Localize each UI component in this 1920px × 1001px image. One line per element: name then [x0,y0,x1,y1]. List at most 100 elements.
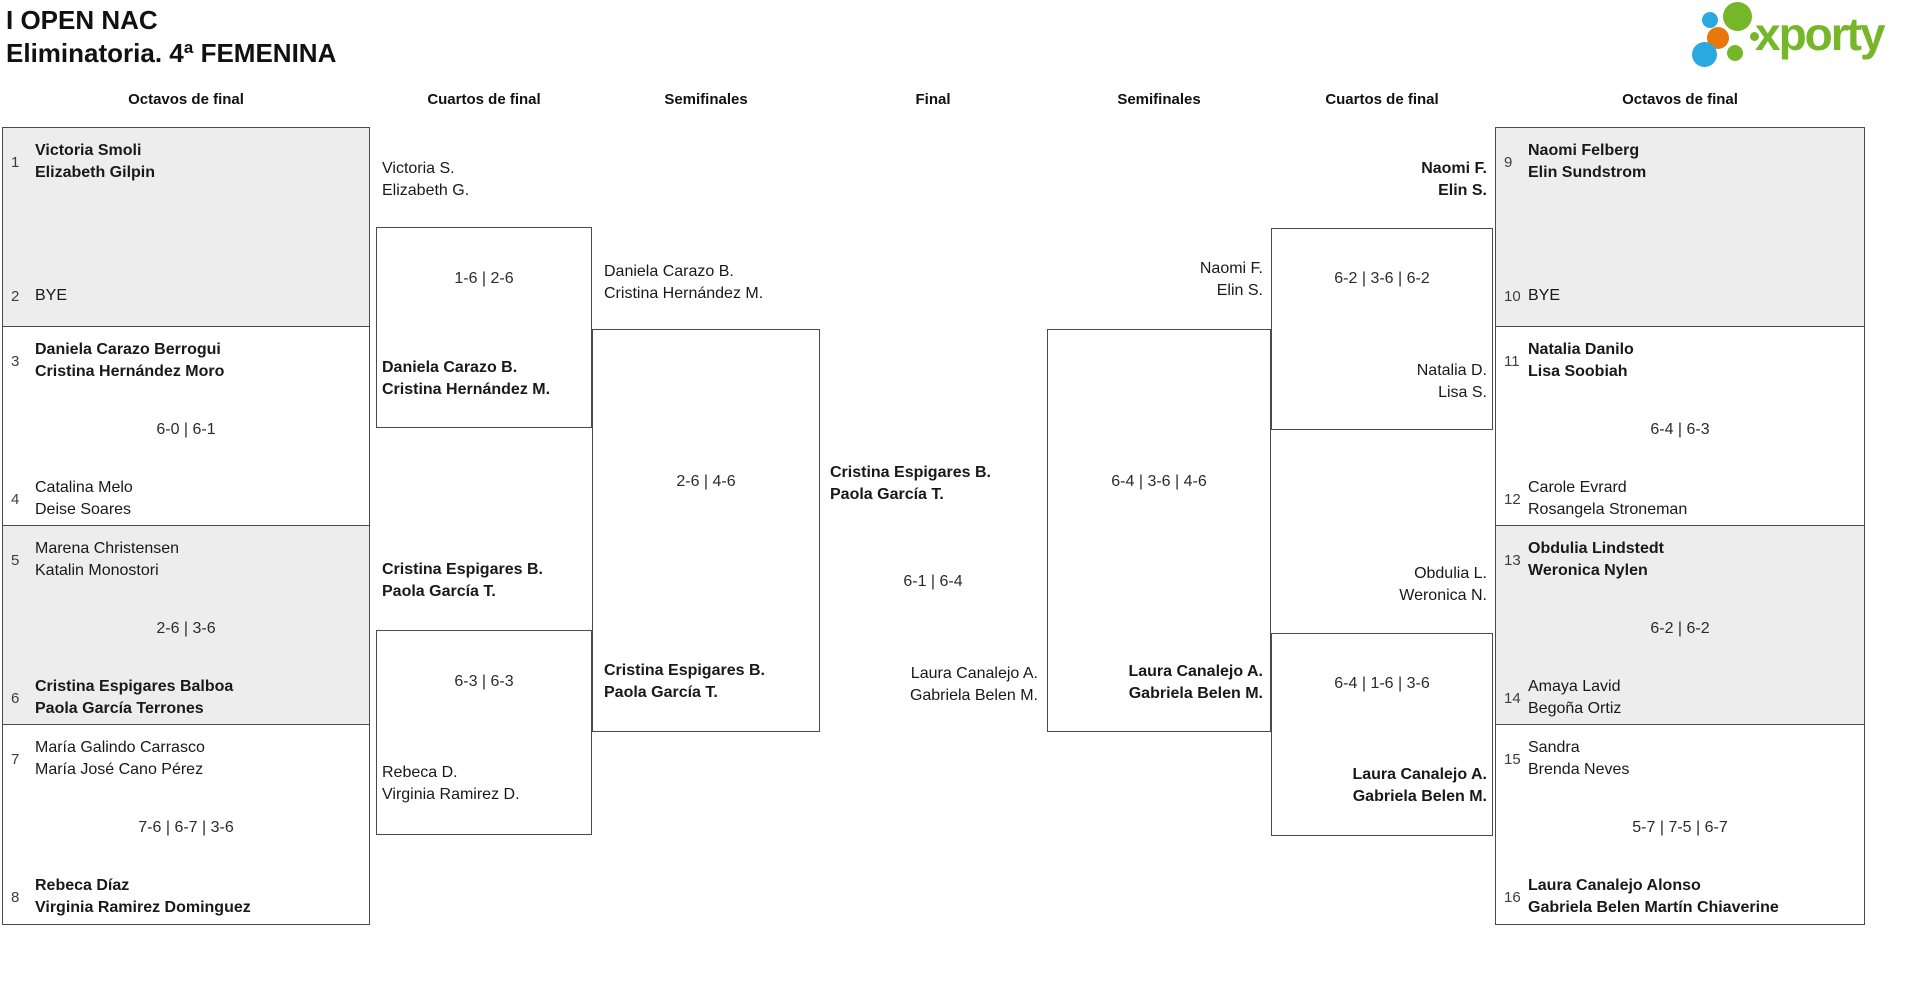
match-score: 6-2 | 6-2 [1650,620,1710,637]
player-name: Catalina Melo [35,479,133,496]
seed-number: 12 [1504,490,1521,508]
match-score: 7-6 | 6-7 | 3-6 [138,819,234,836]
match-score: 6-4 | 1-6 | 3-6 [1334,675,1430,692]
player-name: Paola García T. [604,684,718,701]
seed-number: 5 [11,551,20,569]
team-names: Natalia Danilo Lisa Soobiah [1528,339,1634,383]
player-name: Obdulia L. [1414,565,1487,582]
semifinal-right-box[interactable] [1047,329,1271,732]
player-name: BYE [35,287,68,304]
player-name: Elizabeth Gilpin [35,164,156,181]
player-name: Laura Canalejo A. [1128,663,1263,680]
team-names: Amaya Lavid Begoña Ortiz [1528,676,1621,720]
octavos-left-match-1[interactable]: 1 Victoria Smoli Elizabeth Gilpin 2 BYE [2,127,370,328]
seed-number: 9 [1504,153,1513,171]
xporty-logo[interactable]: xporty [1685,0,1917,72]
octavos-left-match-4[interactable]: 7 María Galindo Carrasco María José Cano… [2,724,370,925]
player-name: Naomi F. [1199,260,1263,277]
player-name: Rebeca D. [382,764,458,781]
player-name: Amaya Lavid [1528,678,1621,695]
team-entry: 5 Marena Christensen Katalin Monostori [11,538,361,582]
cuartos-left-match-2-box[interactable] [376,630,592,835]
player-name: Cristina Hernández M. [604,285,764,302]
octavos-right-match-1[interactable]: 9 Naomi Felberg Elin Sundstrom 10 BYE [1495,127,1865,328]
player-name: Gabriela Belen M. [1128,685,1263,702]
player-name: Rosangela Stroneman [1528,501,1688,518]
team-entry: 3 Daniela Carazo Berrogui Cristina Herná… [11,339,361,383]
octavos-right-match-3[interactable]: 13 Obdulia Lindstedt Weronica Nylen 6-2 … [1495,525,1865,726]
octavos-left-match-2[interactable]: 3 Daniela Carazo Berrogui Cristina Herná… [2,326,370,527]
team-names: Marena Christensen Katalin Monostori [35,538,179,582]
player-name: Deise Soares [35,501,132,518]
seed-number: 11 [1504,352,1520,370]
round-header-cuartos-left: Cuartos de final [427,91,541,108]
match-score: 5-7 | 7-5 | 6-7 [1632,819,1728,836]
team-entry: 9 Naomi Felberg Elin Sundstrom [1504,140,1856,184]
team-entry: 6 Cristina Espigares Balboa Paola García… [11,676,361,720]
semifinal-left-team-bottom: Cristina Espigares B. Paola García T. [604,660,765,704]
player-name: Obdulia Lindstedt [1528,540,1664,557]
cuartos-right-m1-team-bottom: Natalia D. Lisa S. [1280,360,1487,404]
match-score: 6-2 | 3-6 | 6-2 [1334,270,1430,287]
seed-number: 15 [1504,750,1521,768]
semifinal-right-team-bottom: Laura Canalejo A. Gabriela Belen M. [1050,661,1263,705]
player-name: Virginia Ramirez Dominguez [35,899,251,916]
team-names: Sandra Brenda Neves [1528,737,1629,781]
team-names: Victoria Smoli Elizabeth Gilpin [35,140,155,184]
octavos-left-match-3[interactable]: 5 Marena Christensen Katalin Monostori 2… [2,525,370,726]
logo-dot-blue-large [1692,42,1717,67]
player-name: Elin S. [1438,182,1487,199]
team-entry: 2 BYE [11,285,361,307]
team-entry: 16 Laura Canalejo Alonso Gabriela Belen … [1504,875,1856,919]
player-name: Natalia Danilo [1528,341,1634,358]
player-name: Victoria Smoli [35,142,142,159]
player-name: Laura Canalejo A. [1352,766,1487,783]
cuartos-right-match-2-box[interactable] [1271,633,1493,836]
player-name: Carole Evrard [1528,479,1627,496]
octavos-right-match-2[interactable]: 11 Natalia Danilo Lisa Soobiah 6-4 | 6-3… [1495,326,1865,527]
player-name: Lisa S. [1438,384,1487,401]
player-name: Gabriela Belen M. [1352,788,1487,805]
final-winner: Cristina Espigares B. Paola García T. [830,462,991,506]
player-name: Paola García T. [830,486,944,503]
player-name: BYE [1528,287,1561,304]
seed-number: 6 [11,689,20,707]
team-names: BYE [35,285,67,307]
team-names: Cristina Espigares Balboa Paola García T… [35,676,233,720]
round-header-final: Final [915,91,951,108]
player-name: Katalin Monostori [35,562,159,579]
bracket-subtitle: Eliminatoria. 4ª FEMENINA [6,38,337,68]
logo-dot-blue-small [1702,12,1718,28]
cuartos-right-m2-team-bottom: Laura Canalejo A. Gabriela Belen M. [1280,764,1487,808]
player-name: Cristina Hernández Moro [35,363,225,380]
player-name: Natalia D. [1416,362,1487,379]
player-name: Laura Canalejo Alonso [1528,877,1701,894]
semifinal-left-box[interactable] [592,329,820,732]
player-name: Cristina Espigares B. [604,662,765,679]
player-name: Weronica N. [1399,587,1487,604]
match-score: 2-6 | 4-6 [676,473,736,490]
player-name: Daniela Carazo B. [382,359,518,376]
player-name: Weronica Nylen [1528,562,1648,579]
match-score: 6-0 | 6-1 [156,421,216,438]
round-header-cuartos-right: Cuartos de final [1325,91,1439,108]
tournament-name: I OPEN NAC [6,5,158,35]
team-entry: 12 Carole Evrard Rosangela Stroneman [1504,477,1856,521]
team-entry: 14 Amaya Lavid Begoña Ortiz [1504,676,1856,720]
player-name: Lisa Soobiah [1528,363,1628,380]
seed-number: 3 [11,352,20,370]
seed-number: 10 [1504,287,1521,305]
player-name: Laura Canalejo A. [910,665,1038,682]
cuartos-left-match-1-box[interactable] [376,227,592,428]
cuartos-left-m1-team-bottom: Daniela Carazo B. Cristina Hernández M. [382,357,550,401]
octavos-right-match-4[interactable]: 15 Sandra Brenda Neves 5-7 | 7-5 | 6-7 1… [1495,724,1865,925]
cuartos-right-m1-team-top: Naomi F. Elin S. [1280,158,1487,202]
round-header-semis-left: Semifinales [664,91,748,108]
seed-number: 1 [11,153,20,171]
page-title: I OPEN NAC Eliminatoria. 4ª FEMENINA [6,4,336,70]
seed-number: 8 [11,888,20,906]
seed-number: 13 [1504,551,1521,569]
cuartos-right-match-1-box[interactable] [1271,228,1493,430]
seed-number: 16 [1504,888,1521,906]
seed-number: 7 [11,750,20,768]
